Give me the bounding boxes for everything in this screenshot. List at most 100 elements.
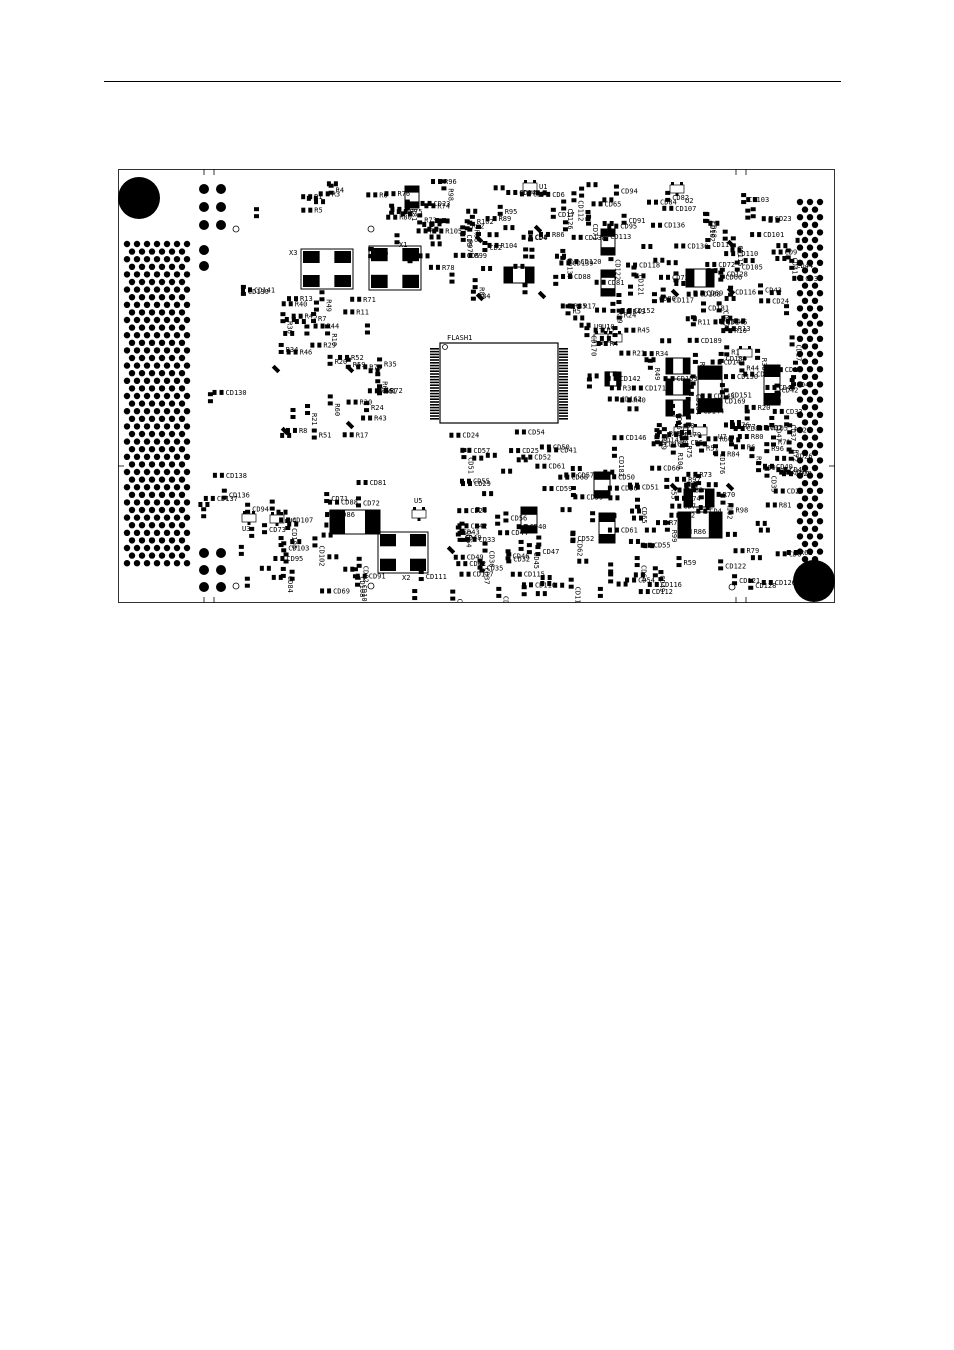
smd-pad <box>784 304 790 309</box>
flash-pin <box>430 401 439 403</box>
smd-pad <box>281 301 286 307</box>
smd-pad <box>437 221 442 227</box>
connector-pin <box>138 385 146 392</box>
smd-pad <box>737 247 742 253</box>
smd-pad <box>647 581 652 587</box>
flash-pin <box>430 418 439 420</box>
component-label: CD118 <box>574 587 582 603</box>
component-label: CD24 <box>462 432 479 440</box>
connector-pin <box>163 332 171 339</box>
smd-pad <box>643 543 648 549</box>
connector-pin <box>128 400 136 407</box>
smd-pad <box>521 429 526 435</box>
connector-pin <box>123 453 131 460</box>
connector-pin <box>183 240 191 248</box>
component-label: CD136 <box>229 492 250 500</box>
smd-pad <box>554 253 559 259</box>
connector-pin <box>801 556 809 563</box>
component-label: CD71 <box>331 495 348 503</box>
smd-pad <box>773 488 778 494</box>
smd-pad <box>430 241 435 247</box>
smd-pad <box>720 493 726 498</box>
smd-pad <box>353 399 358 405</box>
smd-pad <box>651 299 657 304</box>
smd-pad <box>719 267 725 272</box>
connector-pin <box>158 248 166 255</box>
reg-u2-pin <box>675 193 679 196</box>
connector-pin <box>163 560 171 567</box>
component-label: R45 <box>305 313 318 321</box>
component-label: CD8 <box>535 233 548 241</box>
connector-pin <box>158 370 166 377</box>
component-label: CD128 <box>755 582 776 590</box>
connector-pin <box>796 244 804 251</box>
flash-pin <box>559 412 568 414</box>
component-label: CD180 <box>726 355 747 363</box>
component-label: R99 <box>670 530 678 543</box>
smd-pad <box>734 318 739 324</box>
smd-pad <box>745 208 751 213</box>
crystal-x2-pad <box>380 534 396 547</box>
connector-pin <box>163 316 171 324</box>
smd-pad <box>716 301 722 306</box>
smd-pad <box>550 207 556 212</box>
smd-pad <box>779 469 784 475</box>
smd-pad <box>328 499 333 505</box>
cap-c16b-pad <box>686 269 695 287</box>
reg-u8-pin <box>675 424 678 427</box>
smd-pad <box>613 184 619 189</box>
smd-pad <box>283 330 288 336</box>
smd-pad <box>441 179 447 184</box>
component-label: R17 <box>356 431 369 439</box>
smd-pad <box>764 473 770 478</box>
connector-pin <box>796 502 804 510</box>
smd-pad <box>207 392 213 397</box>
reg-u9-pin <box>599 342 603 345</box>
component-label: CD95 <box>286 555 303 563</box>
smd-pad <box>482 548 488 553</box>
smd-pad <box>640 542 645 548</box>
component-label: R21 <box>632 350 645 358</box>
connector-pin <box>816 290 824 297</box>
smd-pad <box>579 186 585 191</box>
connector-pin <box>153 316 161 324</box>
smd-pad <box>792 275 797 281</box>
component-label: R24 <box>624 312 637 320</box>
smd-pad <box>621 213 627 218</box>
smd-pad <box>634 563 640 568</box>
connector-pin <box>158 415 166 422</box>
smd-pad <box>285 427 290 433</box>
smd-pad <box>479 568 485 573</box>
connector-pin <box>816 426 824 434</box>
connector-pin <box>796 305 804 312</box>
connector-pin <box>133 286 141 293</box>
smd-pad <box>364 408 370 413</box>
component-label: CD111 <box>426 573 447 581</box>
component-label: CD42 <box>782 387 799 395</box>
smd-pad <box>751 404 756 410</box>
component-label: CD108 <box>700 291 721 299</box>
smd-pad <box>670 443 676 448</box>
fiducial <box>232 225 240 233</box>
smd-pad <box>661 434 667 439</box>
smd-pad <box>724 345 730 350</box>
smd-pad <box>690 315 696 320</box>
smd-pad <box>384 387 389 393</box>
smd-pad <box>744 416 750 421</box>
smd-pad <box>294 296 299 302</box>
smd-pad <box>506 189 511 195</box>
connector-pin <box>183 316 191 324</box>
component-label: CD139 <box>572 259 593 267</box>
smd-pad <box>553 582 558 588</box>
smd-pad <box>501 468 506 474</box>
connector-pin <box>811 449 819 456</box>
cap-c16-pad <box>682 379 690 395</box>
smd-pad <box>686 429 691 435</box>
smd-pad <box>687 529 692 535</box>
smd-pad <box>733 444 738 450</box>
connector-pin <box>796 533 804 540</box>
smd-pad <box>586 182 591 188</box>
smd-pad <box>467 447 472 453</box>
smd-pad <box>368 246 374 251</box>
